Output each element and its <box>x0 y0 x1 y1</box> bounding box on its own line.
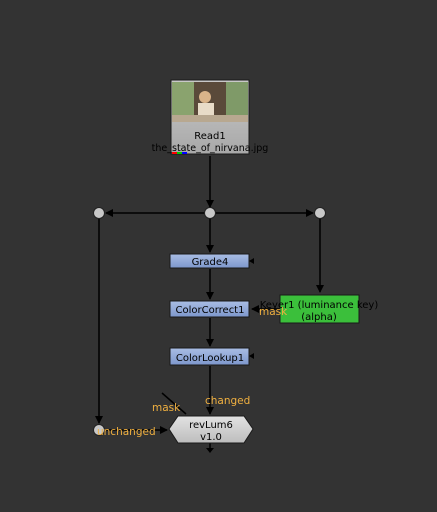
dot-node-left[interactable] <box>93 207 105 219</box>
revlum-node-label-line1: revLum6 <box>189 420 233 431</box>
colorlookup-mask-input-arrow <box>249 353 254 359</box>
revlum-input-changed-label: changed <box>205 395 250 407</box>
revlum-input-mask-label: mask <box>152 402 181 414</box>
colorcorrect-mask-input-label: mask <box>259 306 288 318</box>
keyer-node-body[interactable] <box>279 294 360 324</box>
dot-node-center[interactable] <box>204 207 216 219</box>
pipe-revlum-mask-input[interactable] <box>161 392 187 415</box>
colorlookup-node-body[interactable] <box>169 347 250 366</box>
keyer-node-label-line2: (alpha) <box>301 312 337 323</box>
read-channel-blue <box>182 152 187 154</box>
grade-node-label: Grade4 <box>192 257 229 268</box>
colorlookup-node[interactable]: ColorLookup1 <box>169 347 254 366</box>
grade-node[interactable]: Grade4 <box>169 253 254 269</box>
grade-mask-input-arrow <box>249 258 254 264</box>
read-channel-red <box>172 152 177 154</box>
read-thumbnail <box>172 82 248 122</box>
read-node-filename: the_state_of_nirvana.jpg <box>152 143 269 154</box>
read-node-title: Read1 <box>194 131 226 142</box>
colorcorrect-node-body[interactable] <box>169 300 250 318</box>
read-channel-green <box>177 152 182 154</box>
colorcorrect-node[interactable]: ColorCorrect1 <box>169 300 250 318</box>
read-node[interactable]: Read1 the_state_of_nirvana.jpg <box>152 79 269 155</box>
dot-node-bottom[interactable] <box>93 424 105 436</box>
keyer-node[interactable]: Keyer1 (luminance key) (alpha) <box>260 294 379 324</box>
dot-node-right[interactable] <box>314 207 326 219</box>
revlum-node[interactable]: revLum6 v1.0 <box>168 415 254 444</box>
keyer-node-label-line1: Keyer1 (luminance key) <box>260 300 379 311</box>
revlum-node-label-line2: v1.0 <box>200 432 222 443</box>
pipes <box>95 156 324 453</box>
colorlookup-node-label: ColorLookup1 <box>176 353 244 364</box>
revlum-output-arrow <box>206 448 214 453</box>
colorcorrect-node-label: ColorCorrect1 <box>176 305 245 316</box>
revlum-node-body[interactable] <box>168 415 254 444</box>
revlum-input-unchanged-label: unchanged <box>97 426 156 438</box>
